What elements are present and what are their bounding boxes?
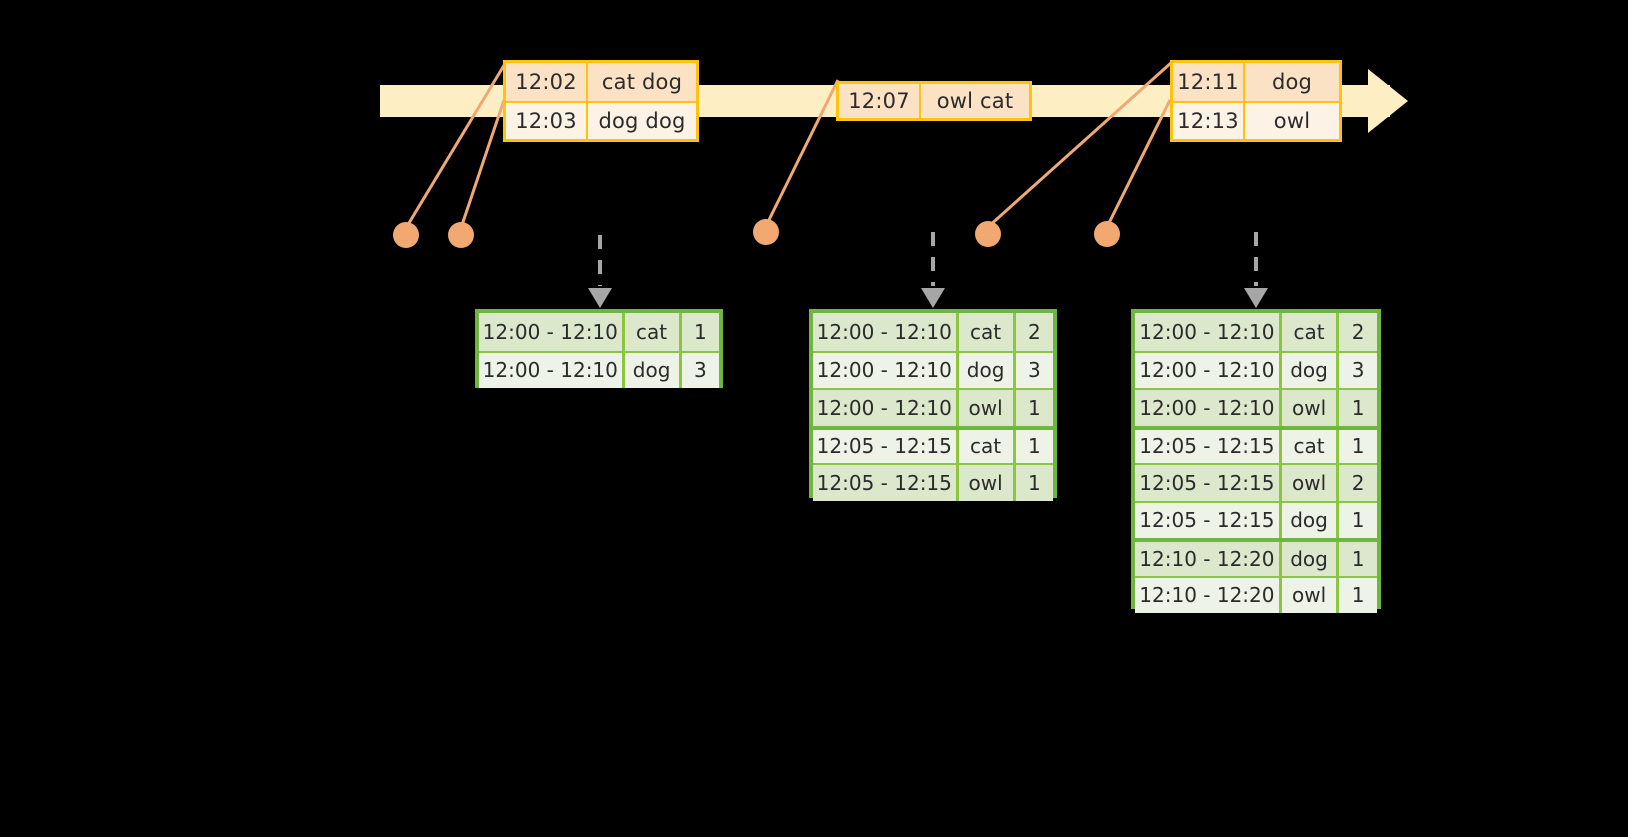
count-cell: 1 xyxy=(1351,583,1365,608)
event-dot-5 xyxy=(1094,221,1120,247)
event-payload: owl cat xyxy=(936,89,1014,113)
event-dot-1 xyxy=(393,222,419,248)
emit-arrowhead-1 xyxy=(588,288,612,308)
key-cell: cat xyxy=(1282,313,1340,351)
event-payload: owl xyxy=(1273,109,1311,133)
count-cell: 2 xyxy=(1351,470,1365,495)
emit-arrowheads xyxy=(588,288,1268,308)
key-cell: dog xyxy=(959,352,1016,388)
event-row[interactable]: 12:07 owl cat xyxy=(839,84,1029,118)
count-cell: 3 xyxy=(693,358,707,383)
count-cell: 1 xyxy=(1351,434,1365,459)
key-cell: cat xyxy=(959,429,1016,463)
event-row[interactable]: 12:11 dog xyxy=(1173,63,1339,101)
event-dot-3 xyxy=(753,219,779,245)
emit-arrowhead-2 xyxy=(921,288,945,308)
window-cell: 12:00 - 12:10 xyxy=(813,352,959,388)
window-cell: 12:00 - 12:10 xyxy=(1135,352,1282,388)
count-cell: 1 xyxy=(693,319,707,344)
event-group-2[interactable]: 12:07 owl cat xyxy=(836,81,1032,121)
window-cell: 12:10 - 12:20 xyxy=(1135,542,1282,576)
window-cell: 12:00 - 12:10 xyxy=(813,313,959,351)
key-cell: dog xyxy=(1282,542,1340,576)
key-cell: owl xyxy=(1282,465,1340,501)
event-row[interactable]: 12:02 cat dog xyxy=(506,63,696,101)
key-cell: cat xyxy=(1282,429,1340,463)
window-cell: 12:05 - 12:15 xyxy=(1135,502,1282,538)
event-time: 12:11 xyxy=(1173,63,1245,101)
window-cell: 12:05 - 12:15 xyxy=(1135,429,1282,463)
key-cell: dog xyxy=(1282,502,1340,538)
event-time: 12:13 xyxy=(1173,103,1245,139)
key-cell: dog xyxy=(1282,352,1340,388)
window-cell: 12:00 - 12:10 xyxy=(1135,390,1282,426)
event-payload: dog dog xyxy=(598,109,686,133)
key-cell: owl xyxy=(1282,577,1340,613)
emit-arrowhead-3 xyxy=(1244,288,1268,308)
count-cell: 1 xyxy=(1027,470,1041,495)
event-group-3[interactable]: 12:11 dog 12:13 owl xyxy=(1170,60,1342,142)
key-cell: owl xyxy=(1282,390,1340,426)
connector-line-5 xyxy=(1105,99,1172,228)
timeline-arrowhead xyxy=(1368,69,1408,133)
count-cell: 2 xyxy=(1351,319,1365,344)
key-cell: dog xyxy=(625,352,682,388)
event-dots xyxy=(393,219,1120,248)
window-cell: 12:00 - 12:10 xyxy=(479,313,625,351)
count-cell: 1 xyxy=(1351,508,1365,533)
window-cell: 12:00 - 12:10 xyxy=(813,390,959,426)
count-cell: 1 xyxy=(1027,434,1041,459)
window-cell: 12:05 - 12:15 xyxy=(813,429,959,463)
emit-arrows xyxy=(598,232,1258,286)
event-time: 12:07 xyxy=(839,84,921,118)
count-cell: 1 xyxy=(1027,395,1041,420)
window-cell: 12:05 - 12:15 xyxy=(813,465,959,501)
window-cell: 12:05 - 12:15 xyxy=(1135,465,1282,501)
event-payload: dog xyxy=(1271,70,1313,94)
connector-line-2 xyxy=(459,99,506,229)
event-group-1[interactable]: 12:02 cat dog 12:03 dog dog xyxy=(503,60,699,142)
event-time: 12:02 xyxy=(506,63,588,101)
key-cell: owl xyxy=(959,390,1016,426)
count-cell: 1 xyxy=(1351,546,1365,571)
count-cell: 3 xyxy=(1351,358,1365,383)
event-time: 12:03 xyxy=(506,103,588,139)
count-cell: 2 xyxy=(1027,319,1041,344)
key-cell: cat xyxy=(625,313,682,351)
count-cell: 3 xyxy=(1027,358,1041,383)
event-row[interactable]: 12:13 owl xyxy=(1173,101,1339,139)
window-cell: 12:10 - 12:20 xyxy=(1135,577,1282,613)
window-cell: 12:00 - 12:10 xyxy=(479,352,625,388)
event-payload: cat dog xyxy=(601,70,683,94)
connector-line-1 xyxy=(404,61,508,229)
event-dot-4 xyxy=(975,221,1001,247)
key-cell: owl xyxy=(959,465,1016,501)
window-cell: 12:00 - 12:10 xyxy=(1135,313,1282,351)
event-row[interactable]: 12:03 dog dog xyxy=(506,101,696,139)
key-cell: cat xyxy=(959,313,1016,351)
event-dot-2 xyxy=(448,222,474,248)
connector-line-3 xyxy=(764,79,840,227)
count-cell: 1 xyxy=(1351,395,1365,420)
